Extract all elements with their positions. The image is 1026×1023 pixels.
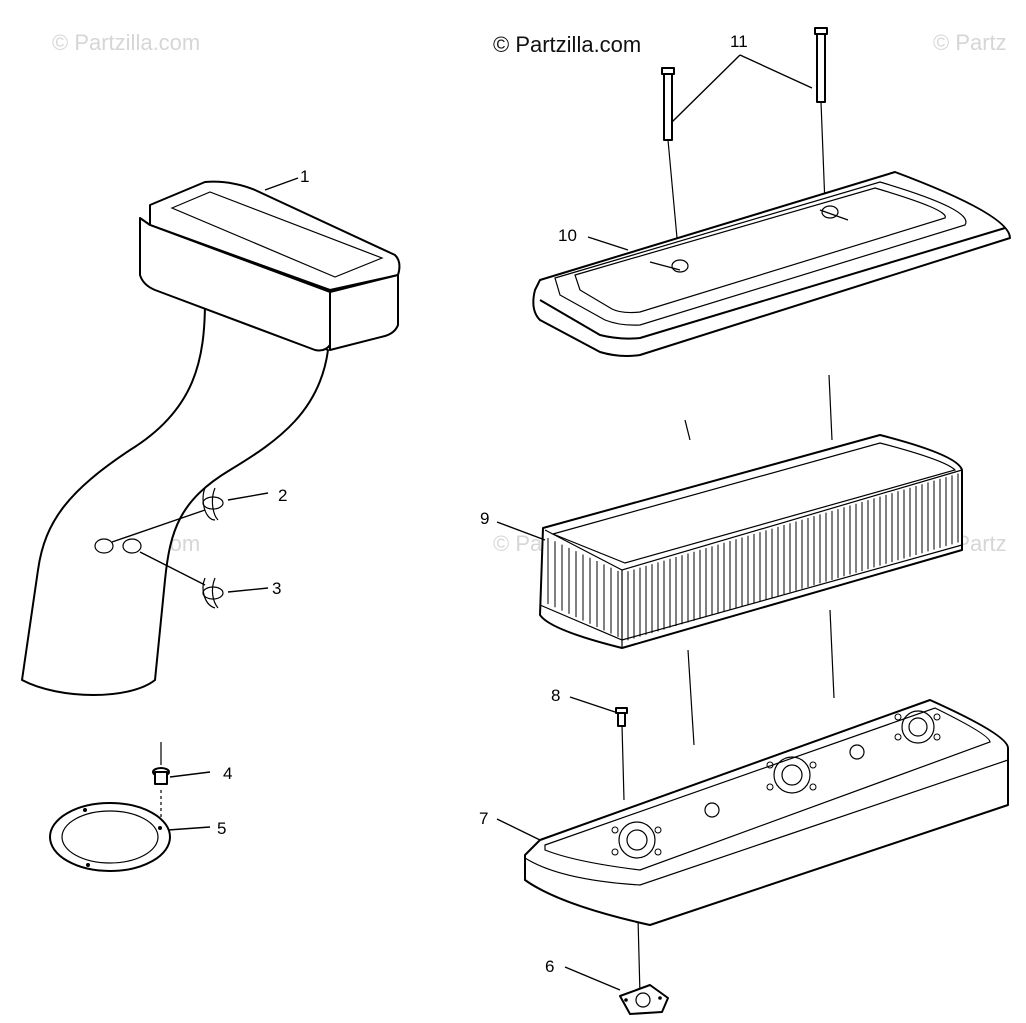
flange-part-6 xyxy=(564,966,669,1015)
callout-4: 4 xyxy=(223,764,232,783)
clamp-part-3 xyxy=(202,577,269,609)
airbox-base-part-7 xyxy=(496,699,1009,926)
gasket-ring-part-5 xyxy=(49,802,211,872)
clamp-part-2 xyxy=(202,487,269,521)
watermark-main: © Partzilla.com xyxy=(493,32,641,57)
callout-2: 2 xyxy=(278,486,287,505)
callout-7: 7 xyxy=(479,809,488,828)
callout-3: 3 xyxy=(272,579,281,598)
airbox-cover-part-10 xyxy=(532,171,1011,357)
bolts-part-11 xyxy=(661,27,828,239)
watermark-faint: © Partzilla.com xyxy=(52,30,200,55)
watermark-faint: © Partz xyxy=(933,30,1007,55)
screw-part-8 xyxy=(569,696,628,727)
callout-11: 11 xyxy=(730,32,748,51)
callout-8: 8 xyxy=(551,686,560,705)
callout-10: 10 xyxy=(558,226,577,245)
callout-1: 1 xyxy=(300,167,309,186)
fastener-part-4 xyxy=(152,742,211,820)
callout-9: 9 xyxy=(480,509,489,528)
air-filter-part-9 xyxy=(496,434,963,649)
callout-6: 6 xyxy=(545,957,554,976)
grommet-discs xyxy=(94,509,206,586)
callout-5: 5 xyxy=(217,819,226,838)
intake-duct-part xyxy=(21,180,401,696)
